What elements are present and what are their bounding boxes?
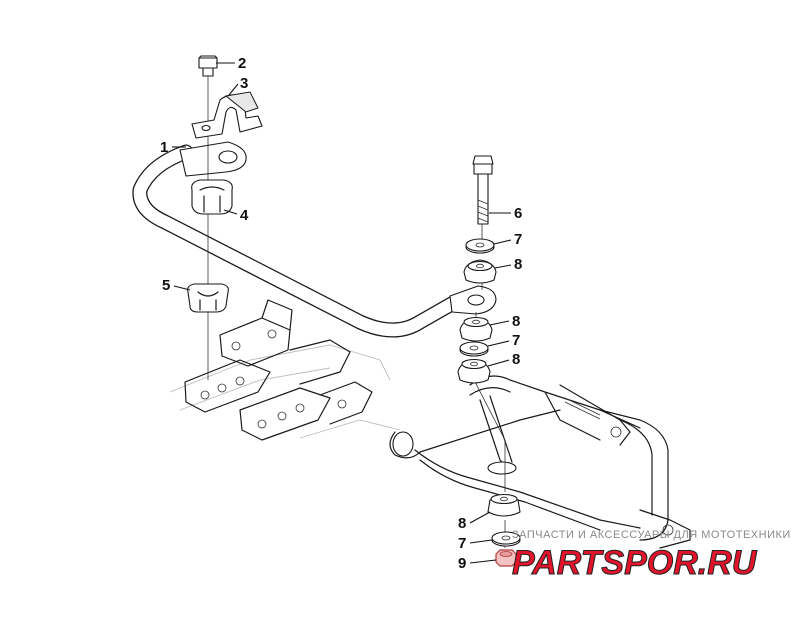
sway-bar — [132, 141, 497, 338]
svg-text:6: 6 — [514, 205, 522, 222]
washer-upper — [465, 238, 495, 254]
callout-1: 1 — [160, 139, 186, 156]
cushion-upper — [463, 259, 497, 284]
callout-5: 5 — [162, 277, 191, 294]
callout-9: 9 — [458, 555, 497, 572]
callout-4: 4 — [223, 207, 249, 224]
svg-text:1: 1 — [160, 139, 168, 156]
frame-bracket-left — [169, 299, 401, 441]
clamp-bracket — [191, 91, 263, 139]
svg-text:2: 2 — [238, 55, 246, 72]
washer-bottom — [491, 531, 521, 547]
svg-text:7: 7 — [514, 231, 522, 248]
svg-text:8: 8 — [512, 351, 520, 368]
svg-text:8: 8 — [514, 256, 522, 273]
callout-8-upper: 8 — [494, 256, 522, 273]
bushing-upper — [191, 179, 233, 215]
washer-mid — [459, 341, 489, 357]
bolt-long — [472, 155, 494, 225]
callout-7-upper: 7 — [493, 231, 522, 248]
callout-7-mid: 7 — [487, 332, 520, 349]
svg-text:7: 7 — [458, 535, 466, 552]
bushing-lower — [187, 283, 229, 313]
cushion-mid — [459, 316, 493, 342]
svg-text:3: 3 — [240, 75, 248, 92]
callout-8-mid: 8 — [489, 313, 520, 330]
svg-text:9: 9 — [458, 555, 466, 572]
callout-2: 2 — [216, 55, 246, 72]
svg-text:4: 4 — [240, 207, 249, 224]
callout-7-bottom: 7 — [458, 535, 493, 552]
svg-text:5: 5 — [162, 277, 170, 294]
callout-6: 6 — [489, 205, 522, 222]
watermark-caption: ЗАПЧАСТИ И АКСЕССУАРЫ ДЛЯ МОТОТЕХНИКИ — [512, 529, 791, 541]
watermark: ЗАПЧАСТИ И АКСЕССУАРЫ ДЛЯ МОТОТЕХНИКИ PA… — [512, 529, 791, 583]
bolt-small — [198, 55, 218, 77]
cushion-bottom — [487, 493, 521, 517]
callout-3: 3 — [228, 75, 248, 96]
svg-text:7: 7 — [512, 332, 520, 349]
watermark-logo: PARTSPOR.RU — [512, 544, 758, 582]
callout-8-lower: 8 — [487, 351, 520, 368]
nut-bottom — [495, 549, 517, 567]
svg-text:8: 8 — [458, 515, 466, 532]
svg-text:8: 8 — [512, 313, 520, 330]
callout-8-bottom: 8 — [458, 511, 491, 532]
a-arm-assembly — [389, 375, 691, 549]
cushion-lower — [457, 358, 491, 384]
